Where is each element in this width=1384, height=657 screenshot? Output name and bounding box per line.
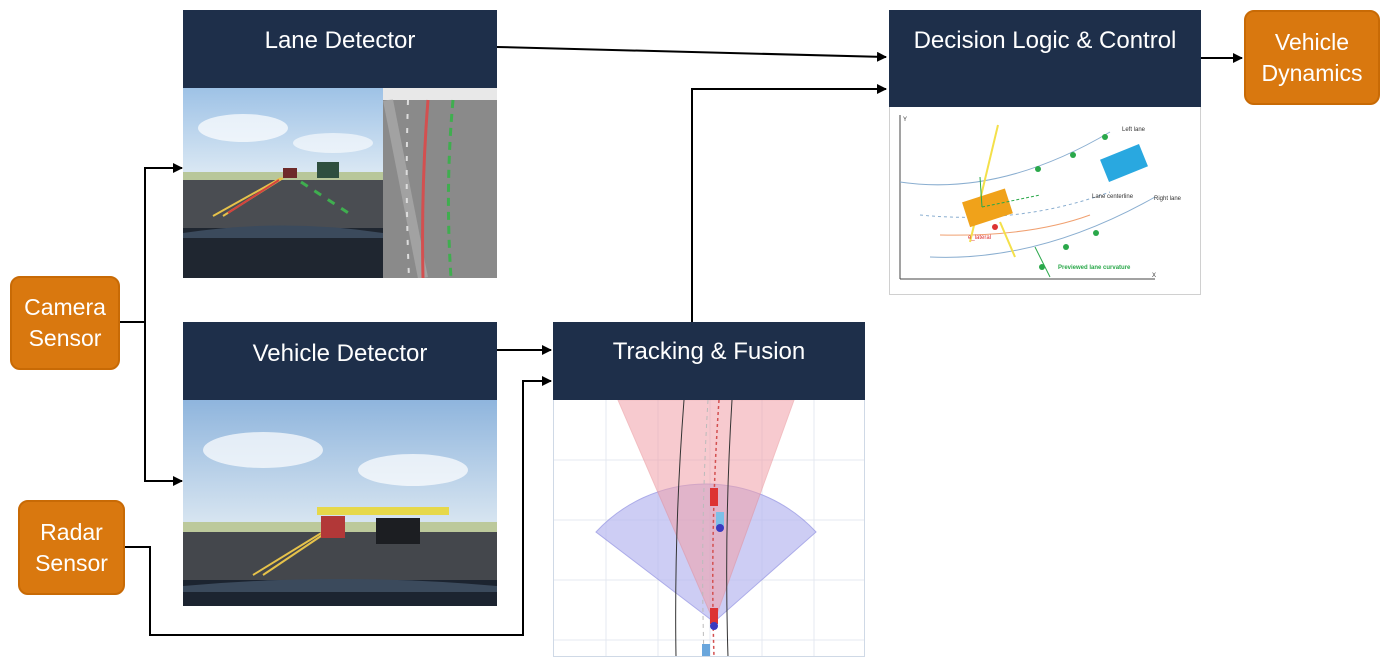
camera-sensor: Camera Sensor [10, 276, 120, 370]
lane-detector-block: Lane Detector [183, 10, 497, 88]
axis-y-label: Y [903, 117, 907, 123]
lane-centerline-label: Lane centerline [1092, 194, 1134, 200]
axis-x-label: X [1152, 273, 1156, 279]
decision-logic-block: Decision Logic & Control [889, 10, 1201, 107]
previewed-curvature-label: Previewed lane curvature [1058, 265, 1131, 271]
decision-logic-image: Y X Left lane Lane centerline Right lane… [889, 107, 1201, 295]
left-lane-label: Left lane [1122, 127, 1146, 133]
tracking-fusion-block: Tracking & Fusion [553, 322, 865, 400]
tracking-fusion-image [553, 400, 865, 657]
vehicle-detector-block: Vehicle Detector [183, 322, 497, 400]
arrow-radar-to-tracking [125, 376, 552, 636]
vehicle-detector-image [183, 400, 497, 606]
arrow-camera-to-vehicle [144, 322, 183, 486]
arrow-tracking-to-decision [691, 84, 887, 322]
vehicle-dynamics: Vehicle Dynamics [1244, 10, 1380, 105]
right-lane-label: Right lane [1154, 196, 1182, 202]
e-lateral-label: e_lateral [968, 235, 991, 241]
lane-detector-image [183, 88, 497, 278]
arrow-lane-to-decision [496, 46, 887, 62]
arrow-camera-to-lane [144, 163, 183, 322]
radar-sensor: Radar Sensor [18, 500, 125, 595]
